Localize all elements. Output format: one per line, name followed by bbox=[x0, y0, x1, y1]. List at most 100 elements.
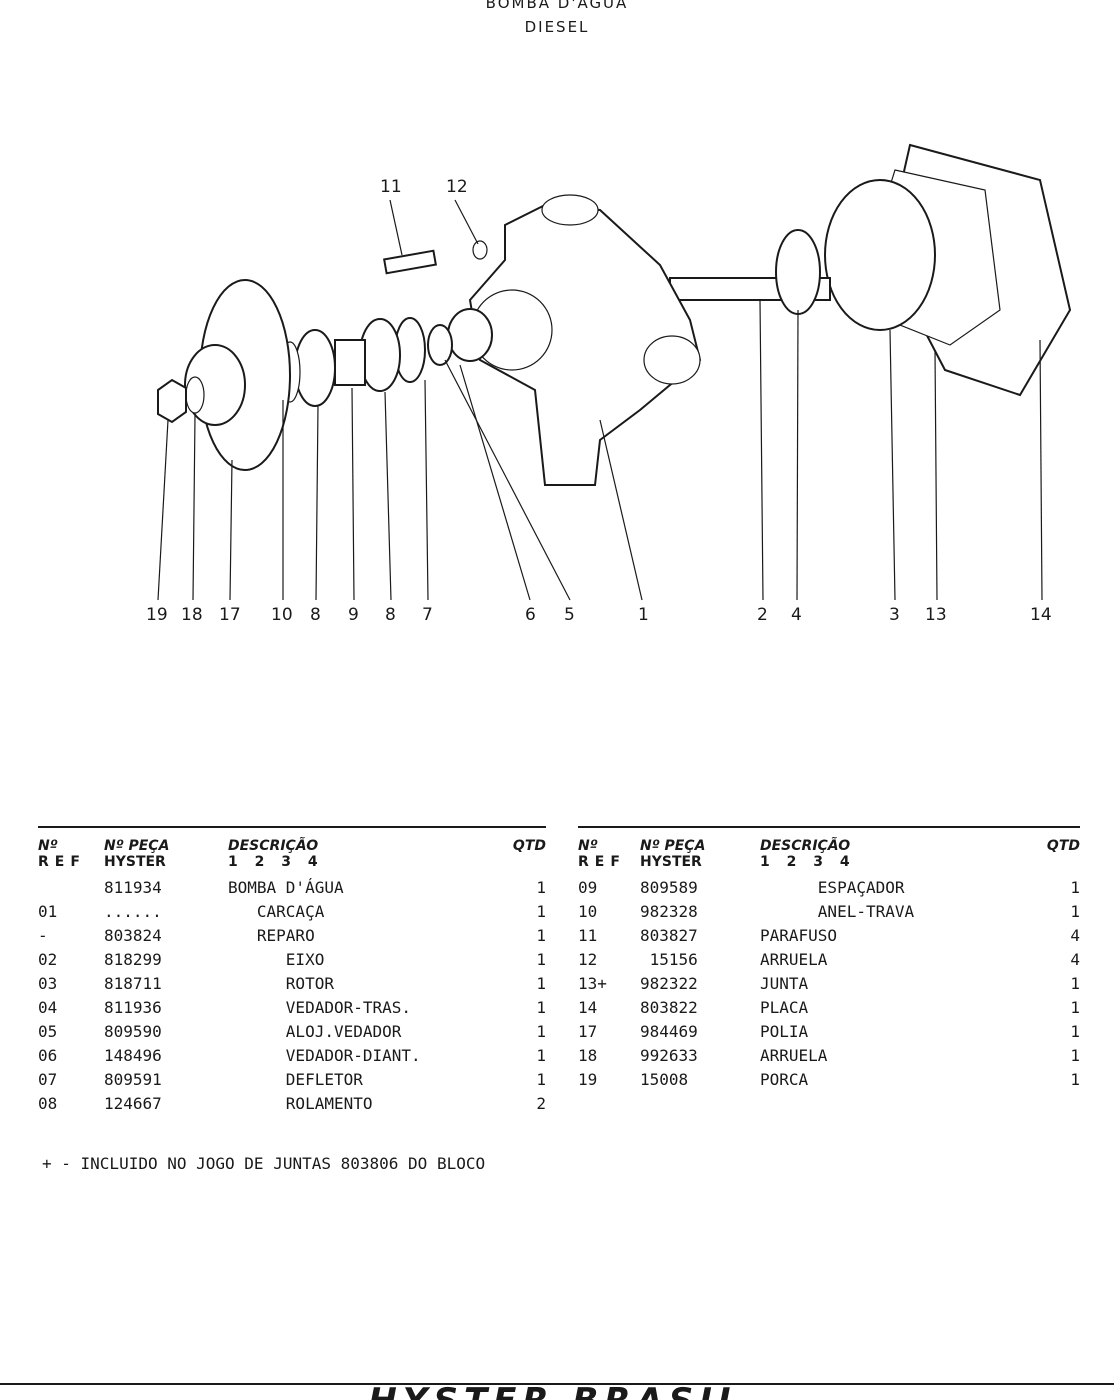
quantity-cell: 1 bbox=[1070, 998, 1080, 1017]
part-number-cell: 803824 bbox=[104, 926, 162, 945]
ref-cell: 08 bbox=[38, 1094, 58, 1113]
quantity-cell: 1 bbox=[1070, 1070, 1080, 1089]
quantity-cell: 1 bbox=[536, 926, 546, 945]
part-number-cell: 982322 bbox=[640, 974, 698, 993]
description-cell: VEDADOR-DIANT. bbox=[228, 1046, 421, 1065]
part-number-cell: 984469 bbox=[640, 1022, 698, 1041]
callout-7: 7 bbox=[422, 605, 433, 625]
ref-cell: 01 bbox=[38, 902, 58, 921]
callout-8-front: 8 bbox=[310, 605, 321, 625]
exploded-view-diagram: 11 12 19 18 17 10 8 9 8 7 6 5 1 2 4 3 13… bbox=[146, 143, 1072, 625]
ref-cell: 17 bbox=[578, 1022, 598, 1041]
page-subtitle: DIESEL bbox=[524, 18, 590, 36]
part-number-cell: 809589 bbox=[640, 878, 698, 897]
description-cell: POLIA bbox=[760, 1022, 809, 1041]
part-bolt bbox=[383, 249, 437, 275]
description-cell: ROLAMENTO bbox=[228, 1094, 373, 1113]
table-row: - 803824 REPARO 1 bbox=[38, 924, 546, 948]
quantity-cell: 1 bbox=[536, 1070, 546, 1089]
part-number-cell: 15156 bbox=[640, 950, 698, 969]
ref-cell bbox=[38, 876, 104, 900]
part-seal-housing bbox=[447, 308, 493, 362]
part-nut bbox=[157, 378, 187, 424]
callout-1: 1 bbox=[638, 605, 649, 625]
callout-19: 19 bbox=[146, 605, 168, 625]
callout-18: 18 bbox=[181, 605, 203, 625]
quantity-cell: 1 bbox=[536, 974, 546, 993]
quantity-cell: 1 bbox=[1070, 1046, 1080, 1065]
callout-5: 5 bbox=[564, 605, 575, 625]
part-number-cell: 811936 bbox=[104, 998, 162, 1017]
part-housing-outlet bbox=[643, 335, 701, 385]
ref-cell: 13+ bbox=[578, 974, 607, 993]
description-cell: CARCAÇA bbox=[228, 902, 325, 921]
description-cell: PARAFUSO bbox=[760, 926, 838, 945]
part-housing-inlet bbox=[541, 194, 599, 226]
part-deflector bbox=[427, 324, 453, 366]
col-qty-header: QTD bbox=[506, 826, 546, 876]
quantity-cell: 1 bbox=[536, 998, 546, 1017]
quantity-cell: 1 bbox=[536, 950, 546, 969]
part-number-cell: 809591 bbox=[104, 1070, 162, 1089]
part-number-cell: 818299 bbox=[104, 950, 162, 969]
table-row: 07 809591 DEFLETOR 1 bbox=[38, 1068, 546, 1092]
quantity-cell: 1 bbox=[536, 878, 546, 897]
callout-11: 11 bbox=[380, 177, 402, 197]
quantity-cell: 1 bbox=[536, 1046, 546, 1065]
footnote: + - INCLUIDO NO JOGO DE JUNTAS 803806 DO… bbox=[42, 1154, 486, 1173]
callout-10: 10 bbox=[271, 605, 293, 625]
ref-cell: 05 bbox=[38, 1022, 58, 1041]
part-number-cell: 818711 bbox=[104, 974, 162, 993]
table-row: 10 982328 ANEL-TRAVA 1 bbox=[578, 900, 1080, 924]
part-number-cell: ...... bbox=[104, 902, 162, 921]
part-number-cell: 15008 bbox=[640, 1070, 689, 1089]
part-number-cell: 803827 bbox=[640, 926, 698, 945]
description-cell: DEFLETOR bbox=[228, 1070, 363, 1089]
description-cell: VEDADOR-TRAS. bbox=[228, 998, 412, 1017]
quantity-cell: 1 bbox=[1070, 974, 1080, 993]
description-cell: REPARO bbox=[228, 926, 315, 945]
description-cell: PLACA bbox=[760, 998, 809, 1017]
callout-17: 17 bbox=[219, 605, 241, 625]
callout-12: 12 bbox=[446, 177, 468, 197]
ref-cell: 10 bbox=[578, 902, 598, 921]
callout-3: 3 bbox=[889, 605, 900, 625]
ref-cell: 19 bbox=[578, 1070, 598, 1089]
part-number-cell: 982328 bbox=[640, 902, 698, 921]
description-cell: EIXO bbox=[228, 950, 325, 969]
quantity-cell: 1 bbox=[1070, 878, 1080, 897]
table-row: 18 992633 ARRUELA 1 bbox=[578, 1044, 1080, 1068]
description-cell: ARRUELA bbox=[760, 1046, 828, 1065]
ref-cell: 18 bbox=[578, 1046, 598, 1065]
part-number-cell: 124667 bbox=[104, 1094, 162, 1113]
part-rear-seal bbox=[775, 229, 821, 315]
description-cell: ARRUELA bbox=[760, 950, 828, 969]
callout-9: 9 bbox=[348, 605, 359, 625]
ref-cell: 07 bbox=[38, 1070, 58, 1089]
part-bearing-front bbox=[294, 329, 336, 407]
callout-4: 4 bbox=[791, 605, 802, 625]
ref-cell: - bbox=[38, 926, 48, 945]
description-cell: ANEL-TRAVA bbox=[760, 902, 915, 921]
description-cell: ROTOR bbox=[228, 974, 334, 993]
callout-2: 2 bbox=[757, 605, 768, 625]
part-number-cell: 992633 bbox=[640, 1046, 698, 1065]
description-cell: BOMBA D'ÁGUA bbox=[228, 878, 344, 897]
quantity-cell: 1 bbox=[1070, 902, 1080, 921]
footer-rule bbox=[0, 1383, 1114, 1385]
